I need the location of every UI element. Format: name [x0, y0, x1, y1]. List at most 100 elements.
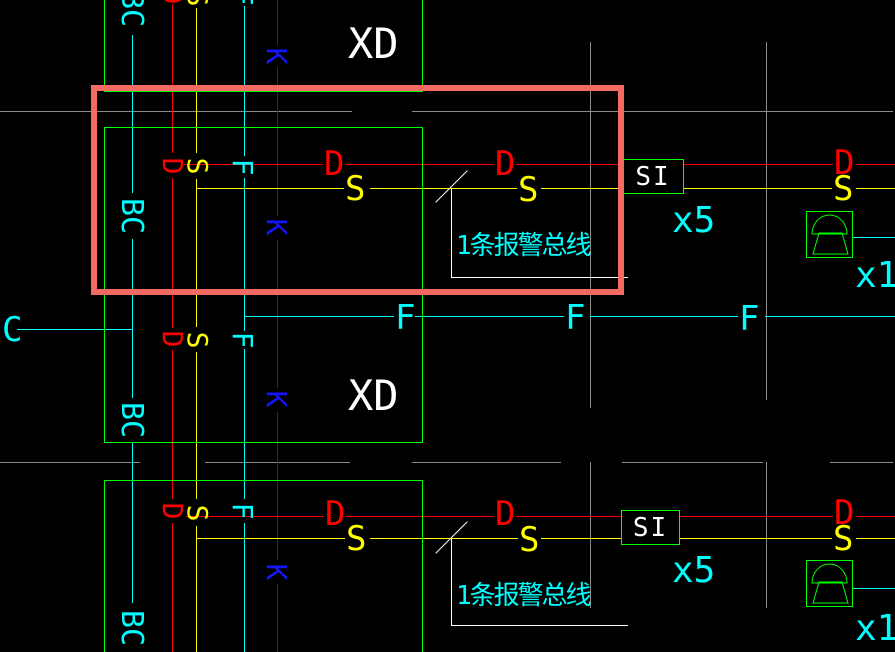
bus-f-floor2: [765, 316, 895, 317]
riser-label-f: F: [226, 502, 259, 520]
branch-c: [17, 329, 132, 330]
bus-f-floor2: [415, 316, 564, 317]
telephone-icon: [806, 560, 853, 607]
leader-h-floor3: [451, 625, 628, 626]
grid-line-h2: [830, 462, 893, 463]
riser-s: [196, 352, 197, 499]
bus-d-floor3: [678, 516, 833, 517]
grid-line-v2: [766, 42, 767, 400]
label-s: S: [518, 170, 539, 210]
riser-d: [172, 523, 173, 652]
label-d: D: [834, 143, 855, 183]
riser-f: [244, 178, 245, 331]
bus-d-floor3: [856, 516, 895, 517]
bus-d-floor1: [184, 164, 323, 165]
room-box-top: [104, 0, 423, 92]
grid-line-v1: [590, 462, 591, 608]
grid-line-v2: [766, 462, 767, 608]
label-d: D: [495, 494, 516, 534]
bus-d-floor1: [346, 164, 494, 165]
riser-k: [277, 584, 278, 652]
label-c: C: [2, 310, 23, 350]
bus-d-floor3: [516, 516, 621, 517]
grid-line-h1: [412, 111, 893, 112]
label-x1: x1: [855, 608, 895, 649]
label-s: S: [833, 169, 854, 209]
telephone-icon: [806, 211, 853, 258]
label-x5: x5: [672, 200, 716, 241]
bus-f-floor2: [245, 316, 394, 317]
label-f: F: [739, 299, 760, 339]
bus-s-floor3: [197, 538, 345, 539]
riser-d: [172, 350, 173, 499]
label-d: D: [495, 144, 516, 184]
riser-label-f: F: [226, 331, 259, 349]
riser-label-bc: BC: [114, 401, 149, 439]
riser-label-k: K: [260, 563, 293, 581]
label-xd: XD: [348, 19, 399, 68]
bus-s-floor1: [197, 188, 344, 189]
riser-s: [196, 8, 197, 153]
bus-d-floor1: [856, 164, 895, 165]
riser-s: [196, 179, 197, 327]
riser-label-s: S: [181, 331, 214, 349]
label-s: S: [833, 519, 854, 559]
bus-d-floor3: [186, 516, 324, 517]
grid-line-h2: [622, 462, 763, 463]
bus-d-floor1: [516, 164, 622, 165]
bus-s-floor3: [541, 538, 621, 539]
bus-s-floor1: [370, 188, 517, 189]
grid-line-v1: [590, 42, 591, 408]
si-module-box: SI: [622, 159, 684, 194]
grid-line-h1: [0, 111, 352, 112]
label-d: D: [325, 494, 346, 534]
riser-label-s: S: [181, 504, 214, 522]
bus-s-floor1: [682, 188, 832, 189]
label-d: D: [834, 493, 855, 533]
leader-h-floor1: [451, 277, 628, 278]
riser-d: [172, 178, 173, 328]
bus-f-floor2: [590, 316, 738, 317]
label-s: S: [519, 520, 540, 560]
riser-f: [244, 349, 245, 499]
riser-bc: [132, 442, 133, 603]
leader-v-floor3: [451, 539, 452, 625]
phone-line-floor1: [853, 237, 895, 238]
bus-s-floor1: [856, 188, 895, 189]
riser-f: [244, 6, 245, 156]
label-s: S: [346, 519, 367, 559]
label-f: F: [565, 298, 586, 338]
riser-bc: [132, 35, 133, 193]
riser-k: [277, 0, 278, 45]
riser-bc: [132, 239, 133, 398]
label-x1: x1: [855, 255, 895, 296]
bus-s-floor3: [678, 538, 832, 539]
si-module-label: SI: [632, 512, 669, 543]
label-xd: XD: [348, 371, 399, 420]
grid-line-h2: [412, 462, 561, 463]
selection-rectangle[interactable]: [91, 85, 624, 295]
riser-label-f: F: [226, 0, 259, 12]
riser-k: [277, 240, 278, 388]
riser-label-bc: BC: [114, 609, 149, 647]
riser-label-k: K: [260, 390, 293, 408]
riser-f: [244, 523, 245, 652]
bus-s-floor1: [541, 188, 622, 189]
room-box-middle: [104, 127, 423, 443]
riser-d: [172, 4, 173, 153]
riser-label-bc: BC: [114, 0, 149, 28]
bus-s-floor3: [856, 538, 895, 539]
label-alarm-note: 1条报警总线: [456, 581, 592, 611]
riser-s: [196, 526, 197, 652]
label-s: S: [345, 169, 366, 209]
si-module-box: SI: [621, 510, 680, 545]
riser-k: [277, 412, 278, 560]
bus-s-floor3: [370, 538, 518, 539]
label-d: D: [324, 144, 345, 184]
bus-d-floor1: [682, 164, 833, 165]
label-f: F: [395, 298, 416, 338]
grid-line-h2: [0, 462, 140, 463]
room-box-bottom: [104, 480, 423, 652]
riser-k: [277, 67, 278, 216]
